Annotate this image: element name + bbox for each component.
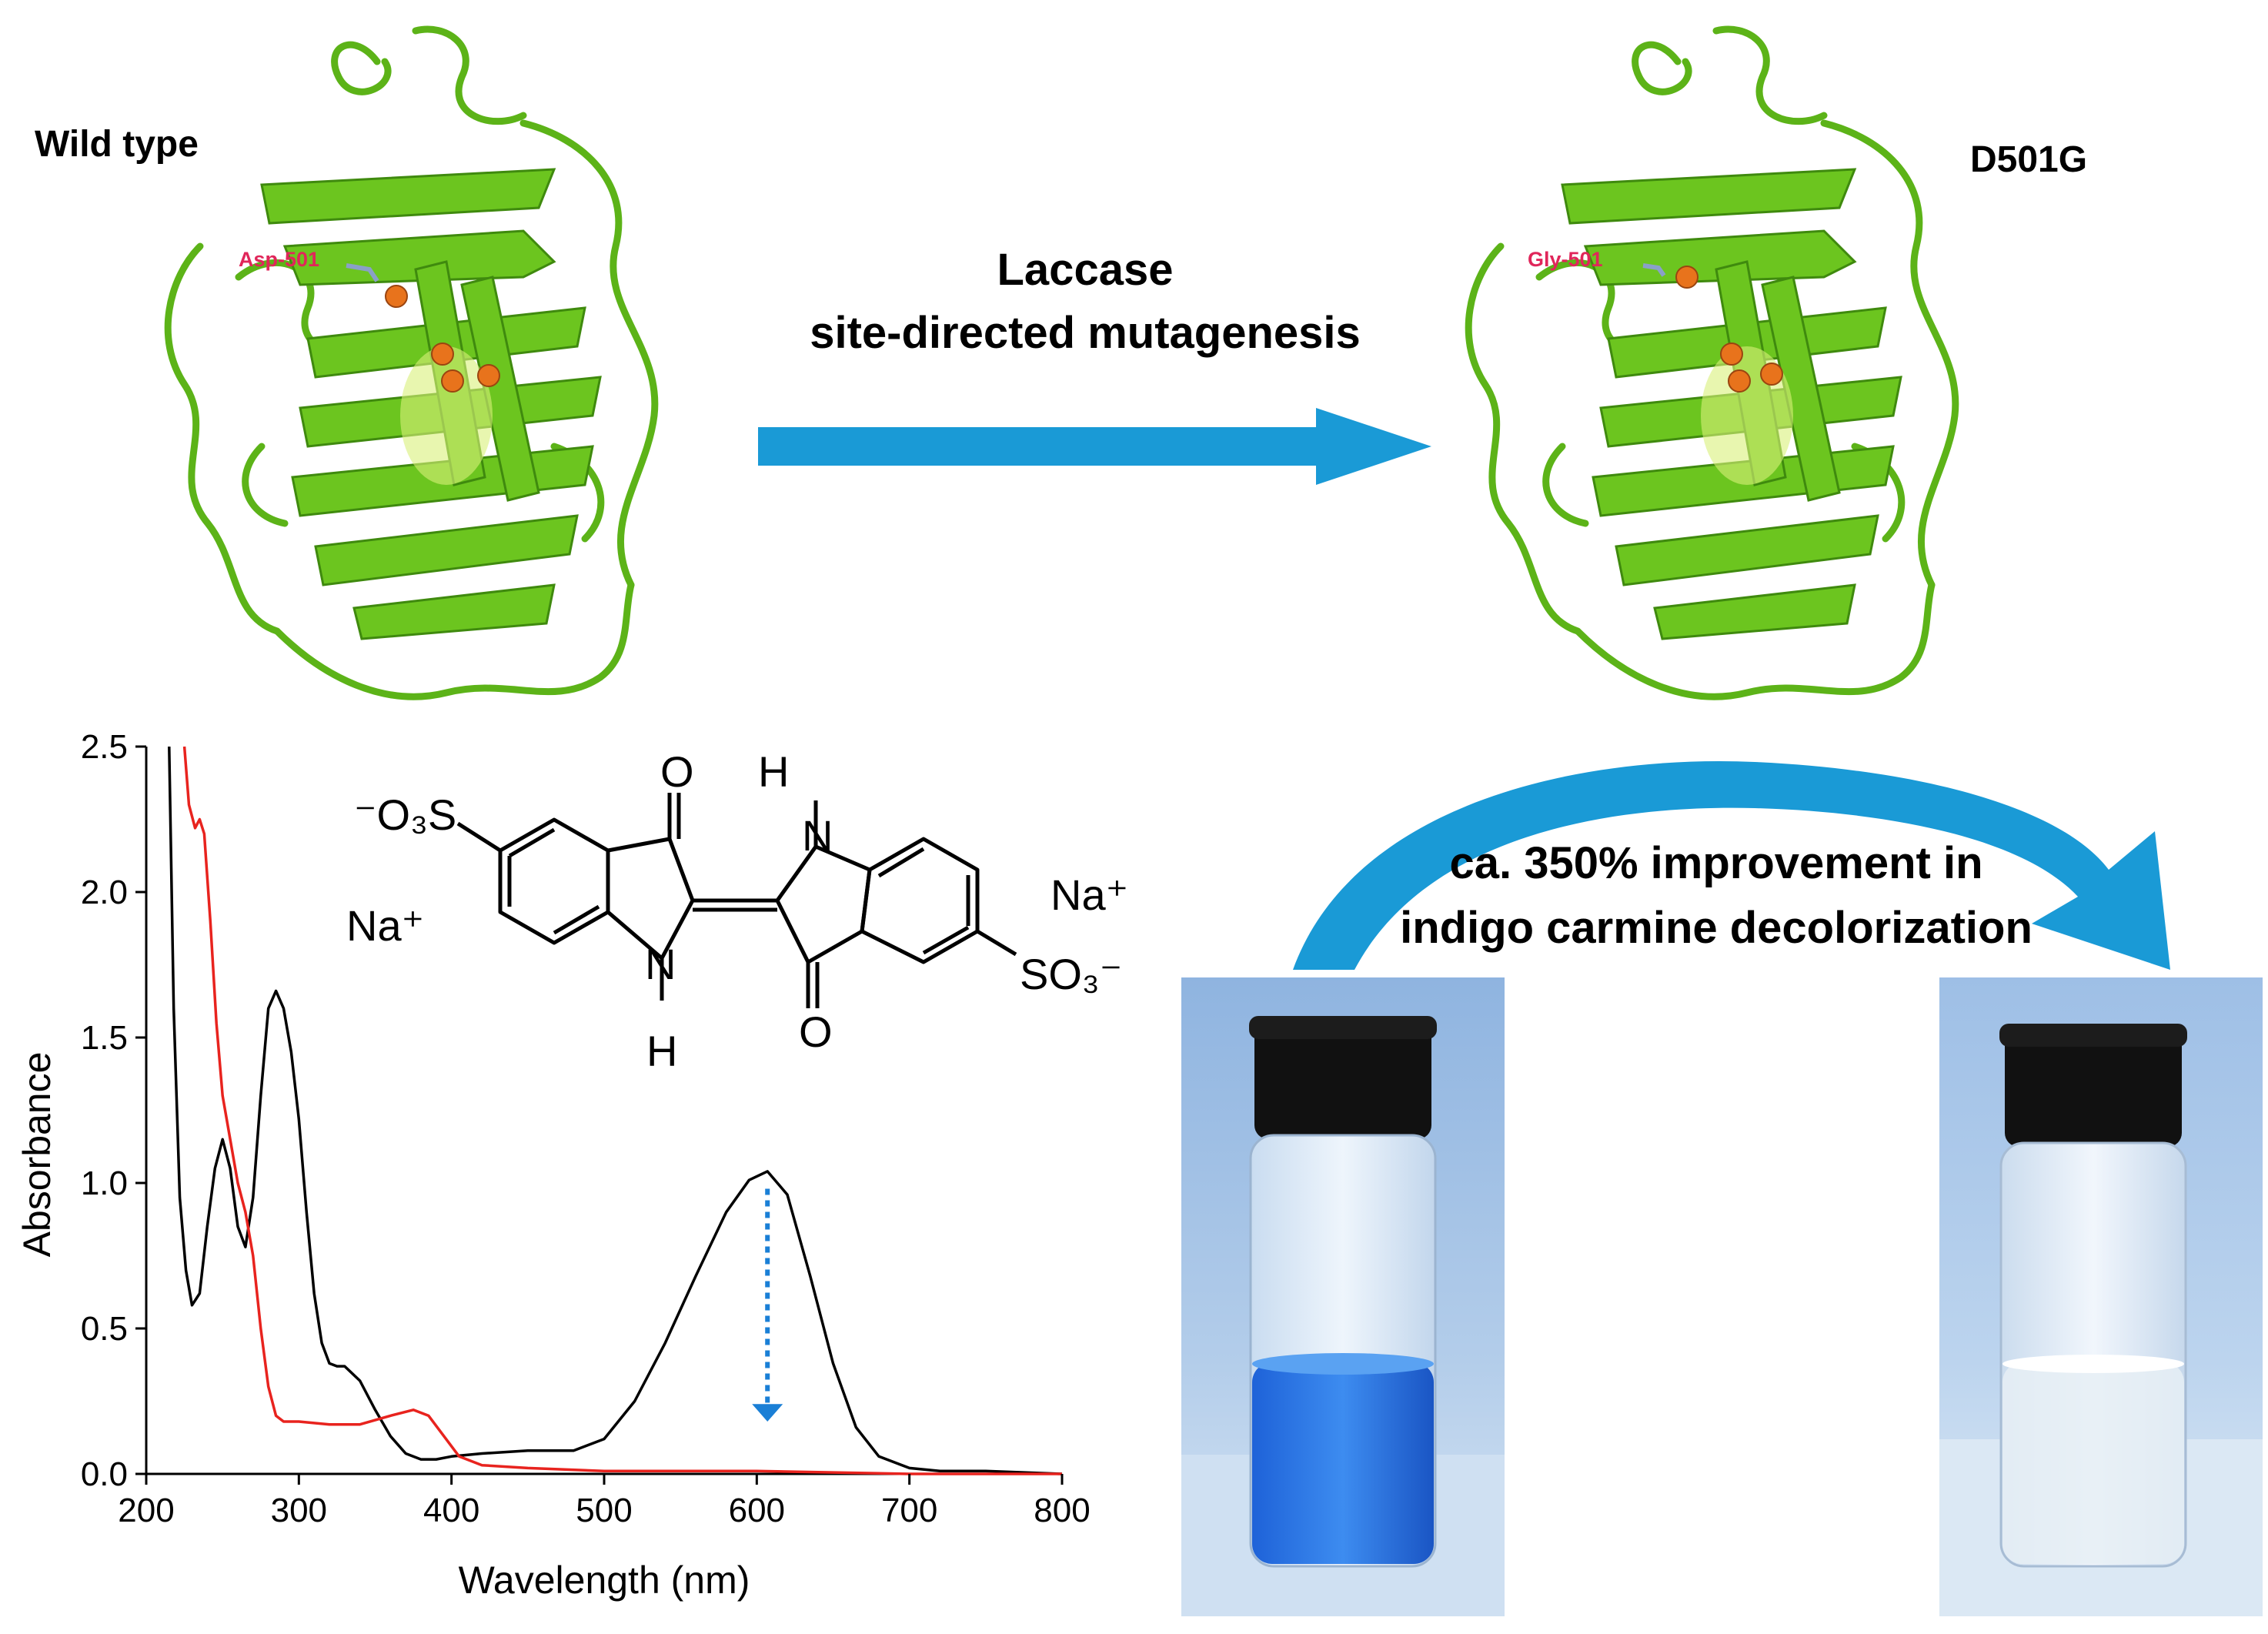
y-tick-label: 2.5 (81, 728, 128, 766)
right-sulfonate-text: SO₃⁻ (1020, 950, 1122, 998)
x-tick-label: 600 (729, 1492, 785, 1529)
y-tick-label: 2.0 (81, 874, 128, 911)
process-label: Laccase site-directed mutagenesis (770, 239, 1401, 365)
x-tick-label: 500 (576, 1492, 632, 1529)
carbonyl-o-bottom: O (799, 1007, 833, 1056)
y-tick-label: 1.0 (81, 1165, 128, 1202)
vial-photo-after (1939, 977, 2263, 1616)
left-sulfonate-text: ⁻O₃S (354, 790, 456, 839)
wild-residue-label: Asp-501 (239, 248, 320, 271)
nitrogen-right: N (802, 811, 833, 860)
process-line-2: site-directed mutagenesis (810, 308, 1361, 358)
improvement-arc-arrow (1293, 760, 2170, 970)
decrease-arrow-head (752, 1404, 783, 1422)
nitrogen-left: N (645, 940, 676, 988)
x-tick-label: 400 (423, 1492, 479, 1529)
mutant-residue-label: Gly-501 (1528, 248, 1603, 271)
wild-type-label: Wild type (35, 124, 199, 165)
process-arrow (758, 408, 1431, 485)
improvement-line-2: indigo carmine decolorization (1400, 903, 2033, 953)
process-line-1: Laccase (997, 245, 1174, 295)
carbonyl-o-top: O (660, 747, 694, 796)
improvement-line-1: ca. 350% improvement in (1449, 838, 1983, 888)
left-sodium-text: Na⁺ (346, 901, 424, 950)
chart-y-axis-label: Absorbance (15, 1052, 58, 1258)
y-tick-label: 0.0 (81, 1455, 128, 1493)
chart-x-axis-label: Wavelength (nm) (459, 1559, 750, 1602)
y-tick-label: 0.5 (81, 1310, 128, 1348)
wild-type-protein-structure (164, 25, 659, 700)
x-tick-label: 800 (1034, 1492, 1090, 1529)
right-sodium-text: Na⁺ (1050, 870, 1128, 919)
mutant-label: D501G (1970, 139, 2088, 180)
mutant-protein-structure (1465, 25, 1959, 700)
improvement-caption: ca. 350% improvement in indigo carmine d… (1339, 831, 2093, 961)
indigo-carmine-structure: ⁻O₃S Na⁺ Na⁺ SO₃⁻ O O N H N H (346, 747, 1128, 1075)
x-tick-label: 700 (881, 1492, 937, 1529)
spectrum-line-after (182, 746, 1062, 1475)
spectrum-line-before (168, 746, 1063, 1475)
hydrogen-bottom: H (646, 1027, 677, 1075)
x-tick-label: 300 (271, 1492, 327, 1529)
y-tick-label: 1.5 (81, 1019, 128, 1057)
vial-photo-before (1181, 977, 1505, 1616)
hydrogen-top: H (758, 747, 789, 796)
x-tick-label: 200 (118, 1492, 174, 1529)
